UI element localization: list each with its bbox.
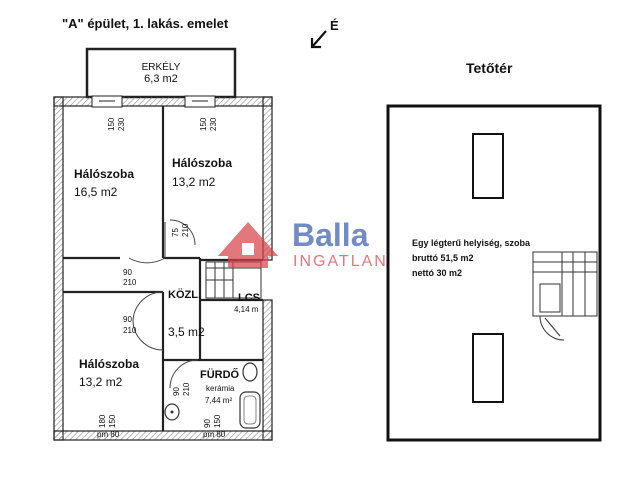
dim-bed2-a: 75 <box>171 228 180 237</box>
bedroom-1-area: 16,5 m2 <box>74 185 118 199</box>
dim-balcony-left-b: 230 <box>117 117 126 131</box>
interior-walls <box>63 106 263 431</box>
logo-brand: Balla <box>292 217 369 253</box>
dim-bed1-b: 210 <box>123 278 137 287</box>
bedroom-3-area: 13,2 m2 <box>79 375 123 389</box>
bedroom-2-area: 13,2 m2 <box>172 175 216 189</box>
outer-walls <box>53 96 273 441</box>
dim-bath-b: 210 <box>182 382 191 396</box>
bathroom-area: 7,44 m² <box>205 396 232 405</box>
attic-skylight-bottom <box>472 333 504 403</box>
attic-skylight-top <box>472 133 504 199</box>
attic-note-1: Egy légterű helyiség, szoba <box>412 238 531 248</box>
attic-title: Tetőtér <box>466 60 513 76</box>
door-dimensions: 150 230 150 230 75 210 90 210 90 210 90 … <box>97 117 226 439</box>
balcony-area: 6,3 m2 <box>144 73 178 85</box>
dim-window-right-b: 150 <box>213 414 222 428</box>
bedroom-3-name: Hálószoba <box>79 357 139 371</box>
stair-name: LCS <box>238 292 260 304</box>
attic-outline <box>386 104 602 442</box>
dim-bath-a: 90 <box>172 387 181 396</box>
bedroom-2-name: Hálószoba <box>172 156 232 170</box>
bathtub-icon <box>239 391 261 429</box>
door-swings <box>128 219 199 389</box>
dim-bed2-b: 210 <box>181 223 190 237</box>
hall-area: 3,5 m2 <box>168 325 205 339</box>
dim-window-left-b: 150 <box>108 414 117 428</box>
dim-balcony-left-a: 150 <box>107 117 116 131</box>
balla-logo-watermark: Balla INGATLAN <box>218 217 388 270</box>
north-arrow-icon <box>310 30 327 49</box>
attic-note-2: bruttó 51,5 m2 <box>412 253 474 263</box>
logo-sub: INGATLAN <box>293 253 388 270</box>
bathroom-name: FÜRDŐ <box>200 368 240 381</box>
dim-window-left-pm: pm 80 <box>97 430 120 439</box>
stair-area: 4,14 m <box>234 305 259 314</box>
dim-window-left-a: 180 <box>98 414 107 428</box>
toilet-icon <box>242 362 258 382</box>
dim-bed1-a: 90 <box>123 268 132 277</box>
dim-balcony-right-a: 150 <box>199 117 208 131</box>
sink-icon <box>164 403 180 421</box>
dim-bed3-a: 90 <box>123 315 132 324</box>
plan-title: "A" épület, 1. lakás. emelet <box>62 16 229 31</box>
hall-name: KÖZL. <box>168 288 201 301</box>
dim-window-right-a: 90 <box>203 419 212 428</box>
attic-stair <box>532 251 598 341</box>
dim-window-right-pm: pm 80 <box>203 430 226 439</box>
balcony-name: ERKÉLY <box>142 60 181 73</box>
bathroom-finish: kerámia <box>206 384 235 393</box>
dim-bed3-b: 210 <box>123 326 137 335</box>
balcony-doors <box>91 95 216 108</box>
dim-balcony-right-b: 230 <box>209 117 218 131</box>
north-label: É <box>330 18 339 33</box>
bedroom-1-name: Hálószoba <box>74 167 134 181</box>
attic-note-3: nettó 30 m2 <box>412 268 462 278</box>
